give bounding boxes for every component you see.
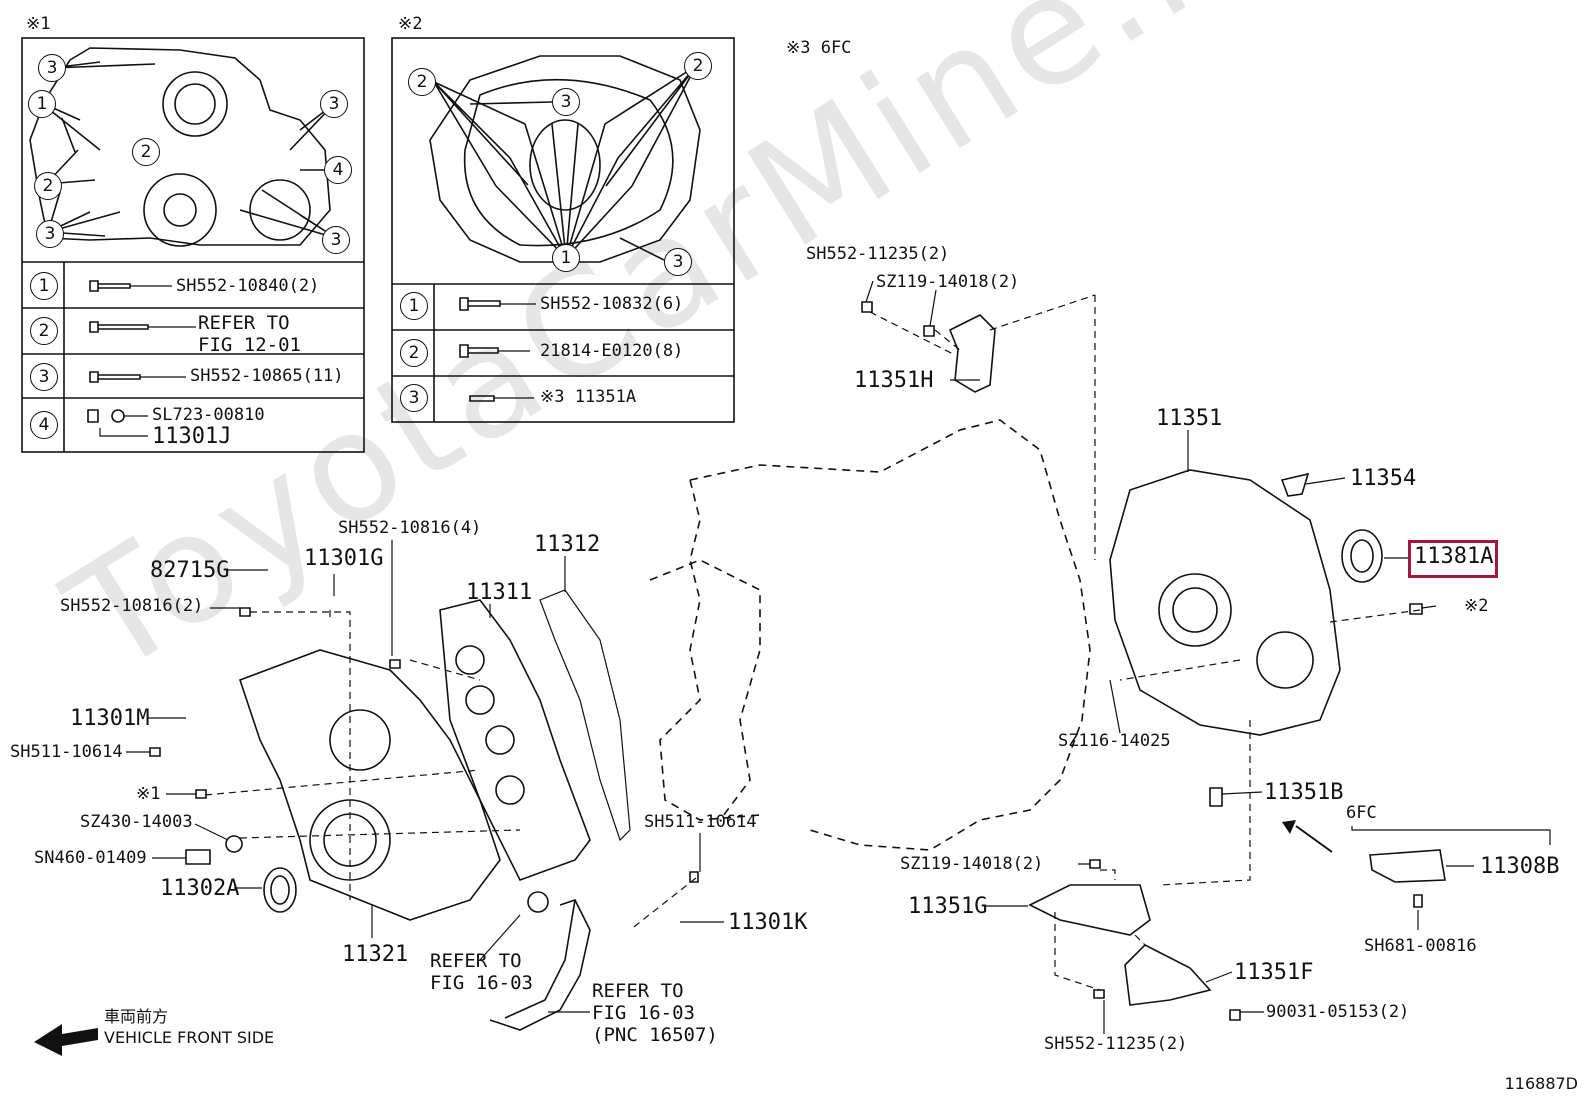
panel1-mark: ※1 <box>26 14 51 34</box>
p1-row4: SL723-00810 <box>152 405 265 425</box>
part-11311[interactable]: 11311 <box>466 580 533 605</box>
bolt-sz430-14003[interactable]: SZ430-14003 <box>80 812 193 832</box>
part-11351H[interactable]: 11351H <box>854 368 934 393</box>
p1-row4-b: 11301J <box>152 424 232 449</box>
part-11301G[interactable]: 11301G <box>304 546 384 571</box>
part-11351[interactable]: 11351 <box>1156 406 1223 431</box>
bolt-sh552-10816-2[interactable]: SH552-10816(2) <box>60 596 204 616</box>
vehicle-front-label: 車両前方 VEHICLE FRONT SIDE <box>104 1007 275 1047</box>
p1-row2: REFER TO FIG 12-01 <box>198 312 301 356</box>
part-11308B[interactable]: 11308B <box>1480 854 1560 879</box>
bolt-sz119-14018-bot[interactable]: SZ119-14018(2) <box>900 854 1044 874</box>
mark2-label: ※2 <box>1464 596 1489 616</box>
flywheel-housing <box>1109 469 1341 736</box>
mark1-label: ※1 <box>136 784 161 804</box>
part-11312[interactable]: 11312 <box>534 532 601 557</box>
part-11354[interactable]: 11354 <box>1350 466 1417 491</box>
panel2-frame <box>391 37 735 423</box>
bolt-sh552-11235-bot[interactable]: SH552-11235(2) <box>1044 1034 1188 1054</box>
part-11302A[interactable]: 11302A <box>160 876 240 901</box>
part-82715G[interactable]: 82715G <box>150 558 230 583</box>
refer-fig16[interactable]: REFER TO FIG 16-03 <box>430 950 533 994</box>
p1-row3: SH552-10865(11) <box>190 366 344 386</box>
bolt-sh552-10816-4[interactable]: SH552-10816(4) <box>338 518 482 538</box>
front-arrow-icon <box>34 1024 98 1056</box>
p1-row1: SH552-10840(2) <box>176 276 320 296</box>
p2-row2: 21814-E0120(8) <box>540 341 684 361</box>
part-11351G[interactable]: 11351G <box>908 894 988 919</box>
part-11351B[interactable]: 11351B <box>1264 780 1344 805</box>
bolt-sh511-10614-r[interactable]: SH511-10614 <box>644 812 757 832</box>
timing-gear-case <box>238 649 501 921</box>
panel2-mark: ※2 <box>398 14 423 34</box>
highlight-box <box>1408 540 1498 578</box>
part-11301M[interactable]: 11301M <box>70 706 150 731</box>
part-11351F[interactable]: 11351F <box>1234 960 1314 985</box>
bolt-sn460-01409[interactable]: SN460-01409 <box>34 848 147 868</box>
bolt-sh511-10614-l[interactable]: SH511-10614 <box>10 742 123 762</box>
note3: ※3 6FC <box>786 38 852 58</box>
p2-row1: SH552-10832(6) <box>540 294 684 314</box>
stud-sz116-14025[interactable]: SZ116-14025 <box>1058 731 1171 751</box>
bolt-sz119-14018-top[interactable]: SZ119-14018(2) <box>876 272 1020 292</box>
panel1-frame <box>21 37 365 453</box>
label-6fc: 6FC <box>1346 803 1377 823</box>
p2-row3: ※3 11351A <box>540 387 637 407</box>
bolt-sh681-00816[interactable]: SH681-00816 <box>1364 936 1477 956</box>
bolt-sh552-11235-top[interactable]: SH552-11235(2) <box>806 244 950 264</box>
panel1-cover-outline <box>29 47 331 246</box>
timing-cover-plate <box>439 599 591 881</box>
part-11301K[interactable]: 11301K <box>728 910 808 935</box>
part-11321[interactable]: 11321 <box>342 942 409 967</box>
figure-code: 116887D <box>1504 1074 1578 1093</box>
part-11381A[interactable]: 11381A <box>1414 544 1494 569</box>
refer-fig16-pnc[interactable]: REFER TO FIG 16-03 (PNC 16507) <box>592 980 718 1046</box>
bolt-90031-05153[interactable]: 90031-05153(2) <box>1266 1002 1410 1022</box>
